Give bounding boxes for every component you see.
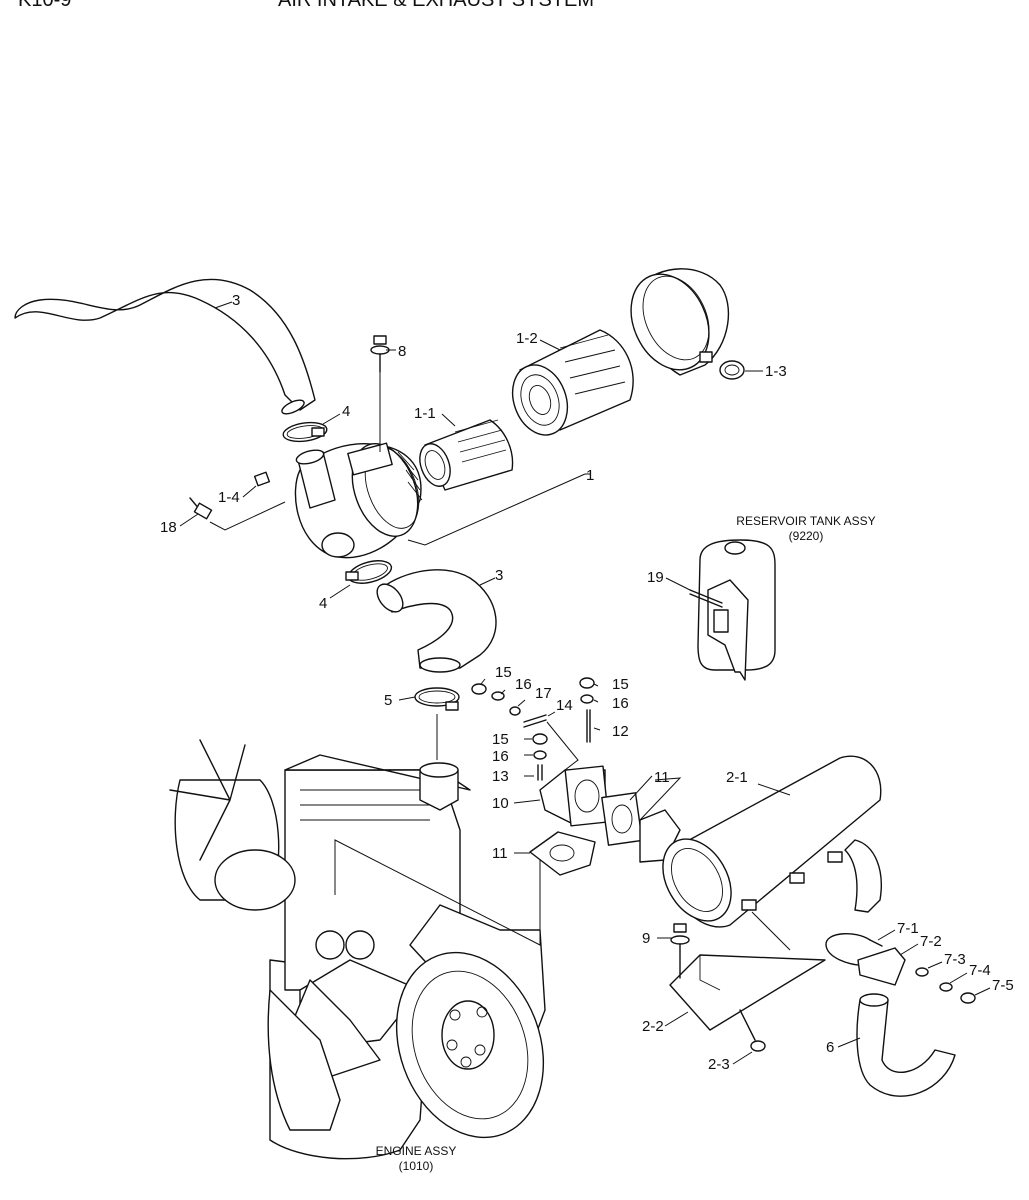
callout-15-b: 15 — [612, 676, 629, 693]
stud-13 — [537, 764, 543, 781]
hose-clamp-lower — [345, 560, 393, 584]
callout-7-5: 7-5 — [992, 977, 1014, 994]
page-code: K10-9 — [18, 0, 71, 11]
callout-6: 6 — [826, 1039, 834, 1056]
washer-7-4 — [939, 982, 953, 992]
stud-14 — [523, 714, 547, 728]
indicator-1-4 — [253, 471, 271, 487]
engine-code: (1010) — [399, 1159, 434, 1173]
bolt-2-3 — [739, 1009, 766, 1052]
outer-filter-element — [511, 329, 634, 436]
air-hose-upper — [14, 278, 316, 415]
callout-14: 14 — [556, 697, 573, 714]
reservoir-caption: RESERVOIR TANK ASSY — [736, 514, 875, 528]
dust-valve — [719, 360, 745, 380]
callout-4-lower: 4 — [319, 595, 327, 612]
callout-labels: 3 4 8 1-2 1-3 1-1 1 1-4 18 3 4 19 5 15 1… — [160, 292, 1014, 1073]
reservoir-tank — [697, 539, 776, 681]
washer-16b — [580, 694, 594, 704]
callout-12: 12 — [612, 723, 629, 740]
gasket-11b — [529, 831, 596, 876]
callout-19: 19 — [647, 569, 664, 586]
callout-15-a: 15 — [495, 664, 512, 681]
callout-2-1: 2-1 — [726, 769, 748, 786]
tail-pipe — [856, 993, 956, 1097]
callout-7-4: 7-4 — [969, 962, 991, 979]
callout-10: 10 — [492, 795, 509, 812]
exhaust-adapter-10 — [539, 765, 610, 827]
bolt-9 — [670, 923, 690, 979]
reservoir-code: (9220) — [789, 529, 824, 543]
callout-1-2: 1-2 — [516, 330, 538, 347]
nut-15a — [471, 683, 487, 695]
callout-3-upper: 3 — [232, 292, 240, 309]
callout-16-a: 16 — [515, 676, 532, 693]
clamp-plate-7-2 — [857, 947, 906, 986]
callout-16-c: 16 — [492, 748, 509, 765]
hose-clamp-upper — [282, 421, 328, 443]
callout-7-1: 7-1 — [897, 920, 919, 937]
callout-4-upper: 4 — [342, 403, 350, 420]
switch-18 — [189, 497, 213, 520]
callout-15-c: 15 — [492, 731, 509, 748]
callout-1-4: 1-4 — [218, 489, 240, 506]
callout-5: 5 — [384, 692, 392, 709]
bolt-8 — [370, 335, 390, 373]
nut-15b — [579, 677, 595, 689]
callout-7-2: 7-2 — [920, 933, 942, 950]
engine-caption: ENGINE ASSY — [376, 1144, 457, 1158]
callout-8: 8 — [398, 343, 406, 360]
inner-filter-element — [419, 419, 514, 491]
callout-2-2: 2-2 — [642, 1018, 664, 1035]
nut-7-5 — [960, 992, 976, 1004]
callout-3-lower: 3 — [495, 567, 503, 584]
callout-16-b: 16 — [612, 695, 629, 712]
muffler-bracket — [669, 954, 826, 1031]
washer-17 — [509, 706, 521, 716]
washer-7-3 — [915, 967, 929, 977]
bolt-19 — [689, 589, 723, 608]
callout-2-3: 2-3 — [708, 1056, 730, 1073]
hose-clamp-5 — [414, 687, 460, 711]
callout-1: 1 — [586, 467, 594, 484]
callout-1-3: 1-3 — [765, 363, 787, 380]
page-title: AIR INTAKE & EXHAUST SYSTEM — [278, 0, 594, 11]
leader-lines — [179, 301, 991, 1065]
callout-9: 9 — [642, 930, 650, 947]
u-bolt-7-1 — [825, 933, 883, 966]
callout-1-1: 1-1 — [414, 405, 436, 422]
callout-11-a: 11 — [654, 769, 670, 786]
air-hose-lower — [376, 569, 497, 673]
nut-15c — [532, 733, 548, 745]
stud-12 — [586, 709, 591, 743]
air-cleaner-cover — [630, 268, 730, 376]
air-cleaner-housing — [294, 442, 423, 559]
callout-17: 17 — [535, 685, 552, 702]
engine-assembly — [169, 739, 546, 1160]
callout-7-3: 7-3 — [944, 951, 966, 968]
callout-13: 13 — [492, 768, 509, 785]
washer-16c — [533, 750, 547, 760]
muffler — [662, 755, 882, 928]
callout-18: 18 — [160, 519, 177, 536]
callout-11-b: 11 — [492, 845, 508, 862]
gasket-11a — [601, 792, 643, 846]
